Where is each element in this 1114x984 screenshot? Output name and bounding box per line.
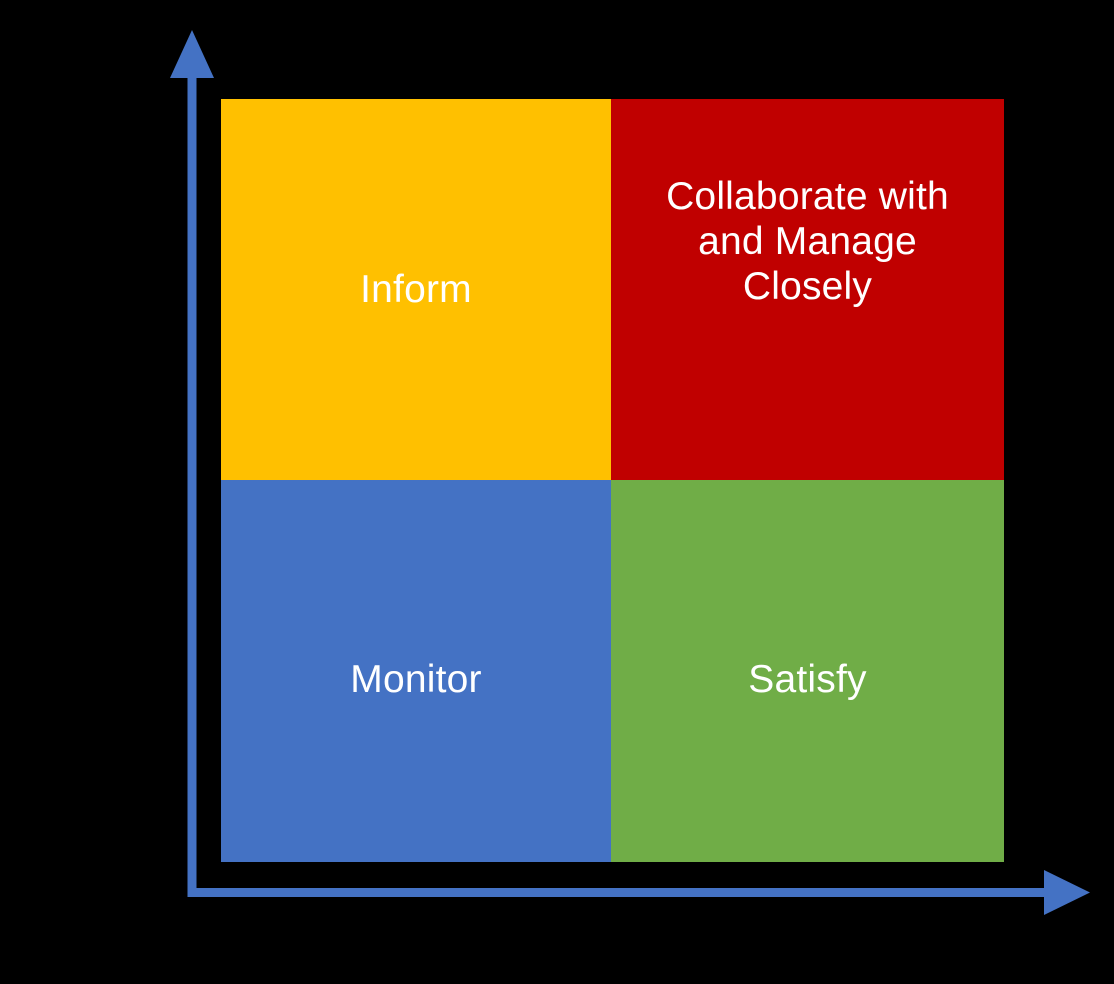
y-axis-arrowhead (170, 30, 214, 78)
quadrant-satisfy[interactable]: Satisfy (611, 480, 1004, 862)
x-axis-shaft (187, 888, 1057, 897)
y-axis-shaft (187, 66, 197, 897)
quadrant-monitor[interactable]: Monitor (221, 480, 611, 862)
quadrant-inform[interactable]: Inform (221, 99, 611, 480)
quadrant-inform-label: Inform (360, 267, 472, 311)
quadrant-satisfy-label: Satisfy (748, 658, 867, 702)
quadrant-monitor-label: Monitor (350, 658, 482, 702)
quadrant-collaborate[interactable]: Collaborate with and Manage Closely (611, 99, 1004, 480)
x-axis-arrowhead (1044, 870, 1090, 915)
quadrant-grid: Inform Collaborate with and Manage Close… (221, 99, 1004, 862)
quadrant-collaborate-label: Collaborate with and Manage Closely (666, 174, 949, 309)
